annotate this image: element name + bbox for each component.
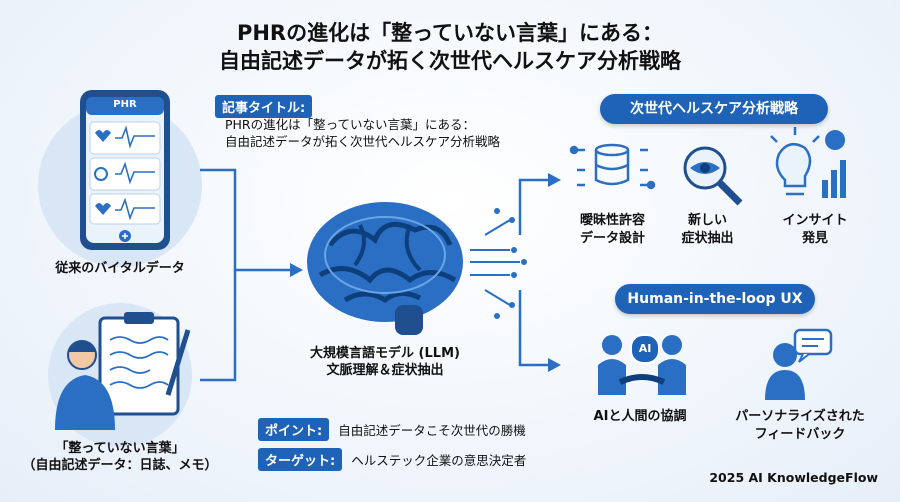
target-chip: ターゲット: [258, 448, 343, 471]
phone-icon [80, 90, 170, 250]
hitl-item-collab: AIと人間の協調 [575, 408, 705, 426]
vital-label: 従来のバイタルデータ [55, 261, 185, 276]
strategy-item-label: 症状抽出 [681, 231, 734, 246]
hitl-header: Human-in-the-loop UX [615, 284, 815, 314]
strategy-item-label: インサイト [782, 213, 848, 228]
strategy-item-ambiguity: 曖昧性許容 データ設計 [565, 212, 660, 248]
handshake-icon [598, 335, 686, 395]
point-chip: ポイント: [258, 418, 330, 441]
article-title-line1: PHRの進化は「整っていない言葉」にある： [225, 117, 475, 132]
strategy-item-label: 曖昧性許容 [579, 213, 645, 228]
free-text-label-line1: 「整っていない言葉」 [55, 441, 185, 456]
lightbulb-chart-icon [770, 127, 846, 198]
article-title-line2: 自由記述データが拓く次世代ヘルスケア分析戦略 [225, 134, 501, 149]
strategy-item-label: データ設計 [579, 231, 645, 246]
hitl-item-feedback: パーソナライズされた フィードバック [720, 408, 880, 444]
point-text: 自由記述データこそ次世代の勝機 [338, 423, 526, 438]
free-text-label-line2: （自由記述データ：日誌、メモ） [22, 458, 218, 473]
llm-label-line1: 大規模言語モデル (LLM) [310, 346, 460, 361]
target-row: ターゲット: ヘルステック企業の意思決定者 [258, 448, 526, 471]
llm-label-line2: 文脈理解＆症状抽出 [326, 363, 444, 378]
person-chat-icon [765, 328, 833, 400]
strategy-item-label: 新しい [687, 213, 727, 228]
point-row: ポイント: 自由記述データこそ次世代の勝機 [258, 418, 526, 441]
page-title-line1: PHRの進化は「整っていない言葉」にある： [236, 21, 664, 45]
hitl-item-label: AIと人間の協調 [593, 409, 687, 424]
phone-header: PHR [113, 99, 137, 110]
llm-label: 大規模言語モデル (LLM) 文脈理解＆症状抽出 [300, 345, 470, 379]
page-title-line2: 自由記述データが拓く次世代ヘルスケア分析戦略 [219, 49, 681, 73]
magnifier-eye-icon [683, 146, 743, 206]
ai-badge: AI [630, 334, 660, 364]
network-connectors [470, 219, 520, 306]
target-text: ヘルステック企業の意思決定者 [351, 453, 527, 468]
footer-credit: 2025 AI KnowledgeFlow [709, 470, 878, 485]
clipboard-person-icon [55, 312, 191, 430]
hitl-item-label: パーソナライズされた [735, 409, 865, 424]
free-text-label: 「整っていない言葉」 （自由記述データ：日誌、メモ） [10, 440, 230, 474]
hitl-item-label: フィードバック [754, 427, 846, 442]
article-chip-wrap: 記事タイトル: [215, 95, 313, 118]
article-title: PHRの進化は「整っていない言葉」にある： 自由記述データが拓く次世代ヘルスケア… [225, 116, 500, 150]
brain-icon [307, 202, 463, 335]
strategy-item-label: 発見 [801, 231, 828, 246]
strategy-header: 次世代ヘルスケア分析戦略 [600, 94, 828, 124]
strategy-item-insight: インサイト 発見 [765, 212, 865, 248]
strategy-item-symptom: 新しい 症状抽出 [665, 212, 750, 248]
database-icon [569, 143, 656, 190]
article-chip: 記事タイトル: [215, 95, 313, 118]
